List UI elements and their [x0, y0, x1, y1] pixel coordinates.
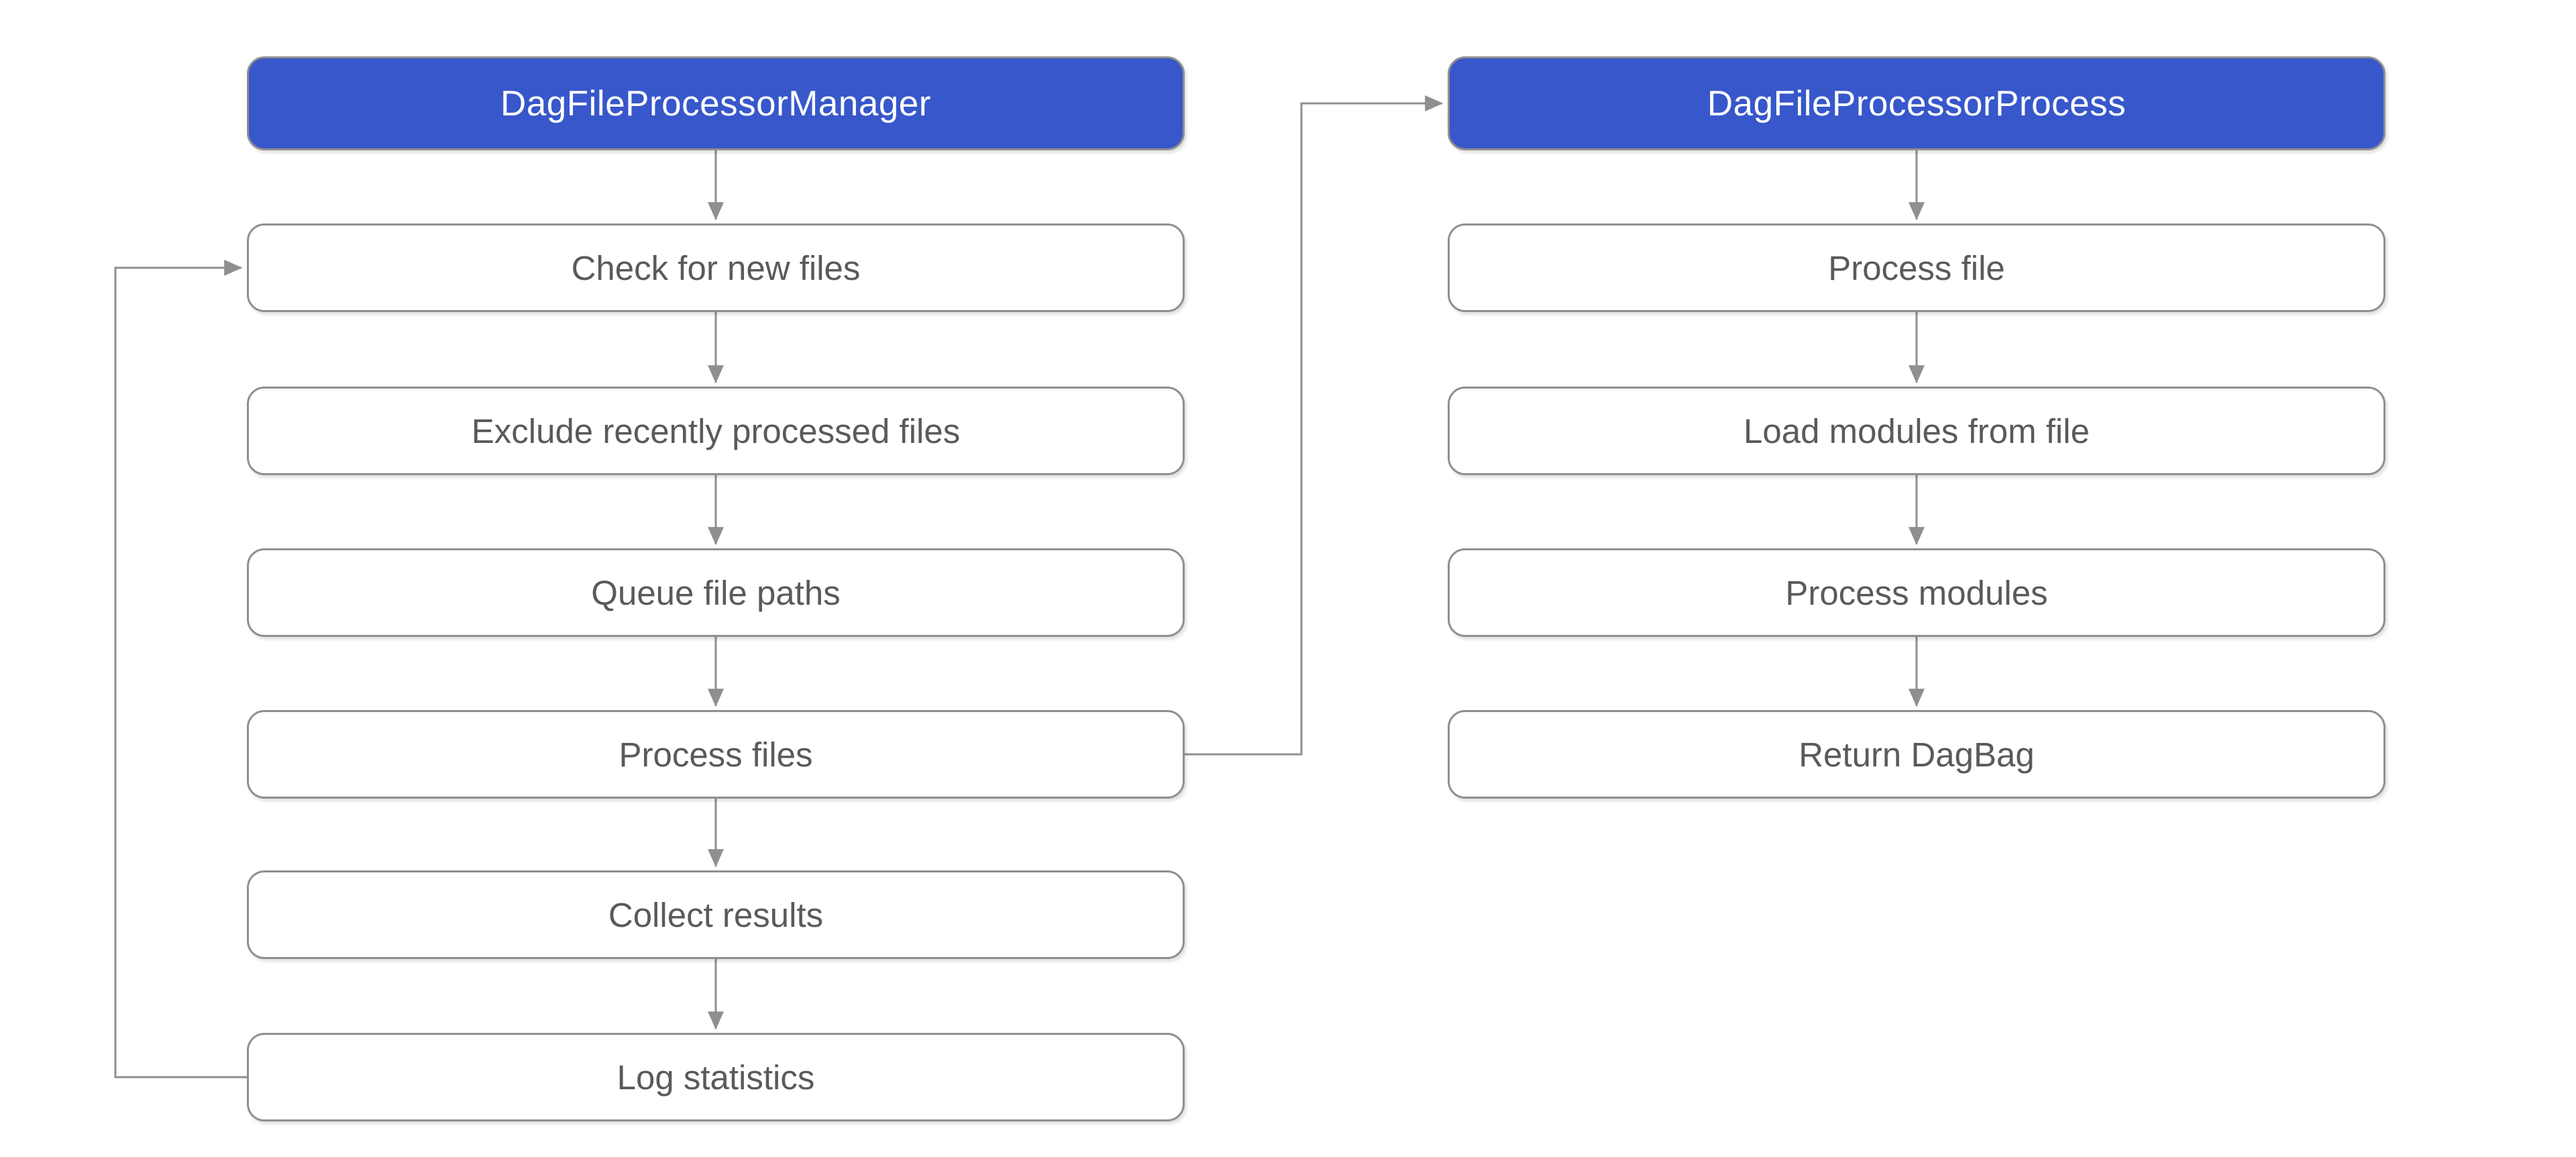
node-process-modules: Process modules — [1448, 548, 2385, 637]
node-exclude-recently-processed-files: Exclude recently processed files — [247, 387, 1185, 475]
arrow-logstatistics-to-checkfornewfiles — [114, 260, 247, 1078]
node-dagfileprocessormanager: DagFileProcessorManager — [247, 56, 1185, 150]
node-collect-results: Collect results — [247, 870, 1185, 959]
node-label: Queue file paths — [591, 573, 841, 612]
node-label: DagFileProcessorManager — [500, 83, 931, 123]
node-check-for-new-files: Check for new files — [247, 223, 1185, 312]
node-label: Load modules from file — [1743, 411, 2090, 450]
node-process-file: Process file — [1448, 223, 2385, 312]
node-dagfileprocessorprocess: DagFileProcessorProcess — [1448, 56, 2385, 150]
node-label: Return DagBag — [1799, 735, 2035, 774]
node-return-dagbag: Return DagBag — [1448, 710, 2385, 799]
arrow-processfiles-to-dagfileprocessorprocess — [1185, 95, 1444, 756]
node-label: Collect results — [608, 895, 824, 934]
node-label: Check for new files — [571, 248, 861, 287]
node-label: Log statistics — [616, 1058, 815, 1097]
node-label: DagFileProcessorProcess — [1707, 83, 2127, 123]
node-label: Exclude recently processed files — [471, 411, 961, 450]
node-label: Process files — [619, 735, 813, 774]
node-process-files: Process files — [247, 710, 1185, 799]
node-load-modules-from-file: Load modules from file — [1448, 387, 2385, 475]
node-label: Process modules — [1785, 573, 2048, 612]
node-label: Process file — [1828, 248, 2005, 287]
node-queue-file-paths: Queue file paths — [247, 548, 1185, 637]
node-log-statistics: Log statistics — [247, 1033, 1185, 1121]
